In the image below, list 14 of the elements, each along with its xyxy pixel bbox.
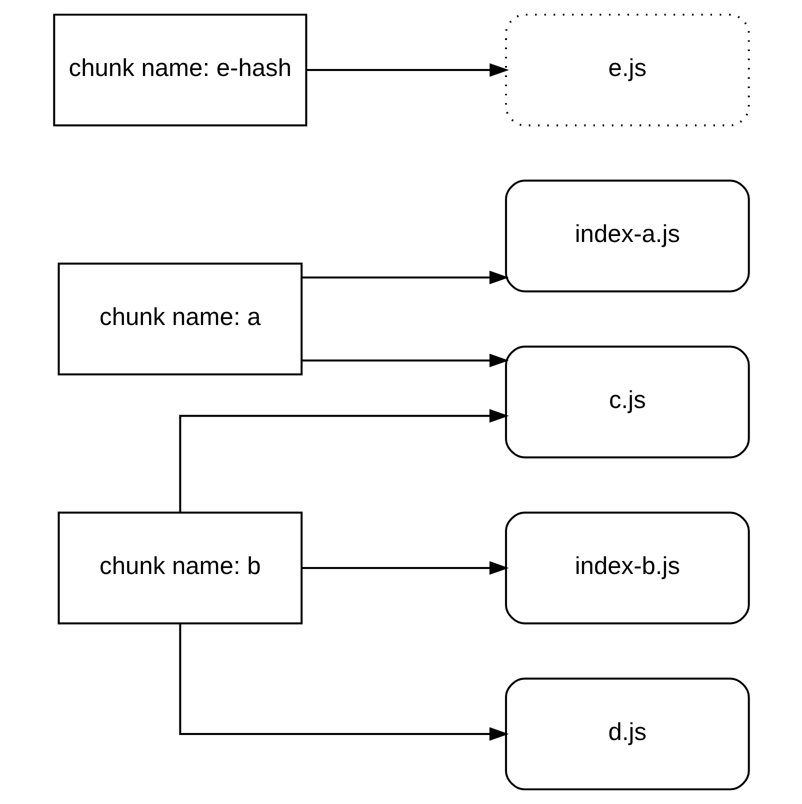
arrow [301, 354, 508, 368]
arrow [306, 63, 509, 77]
arrow [178, 624, 508, 741]
node-box: c.js [504, 346, 750, 458]
node-box: chunk name: e-hash [52, 14, 307, 126]
arrow [301, 561, 508, 575]
node-box: chunk name: a [57, 262, 302, 376]
node-box: e.js [504, 14, 750, 126]
node-box: d.js [504, 678, 750, 790]
node-box: index-b.js [504, 512, 750, 624]
node-box: index-a.js [504, 180, 750, 292]
arrow [178, 409, 508, 513]
arrow [301, 270, 508, 284]
node-box: chunk name: b [57, 512, 302, 624]
